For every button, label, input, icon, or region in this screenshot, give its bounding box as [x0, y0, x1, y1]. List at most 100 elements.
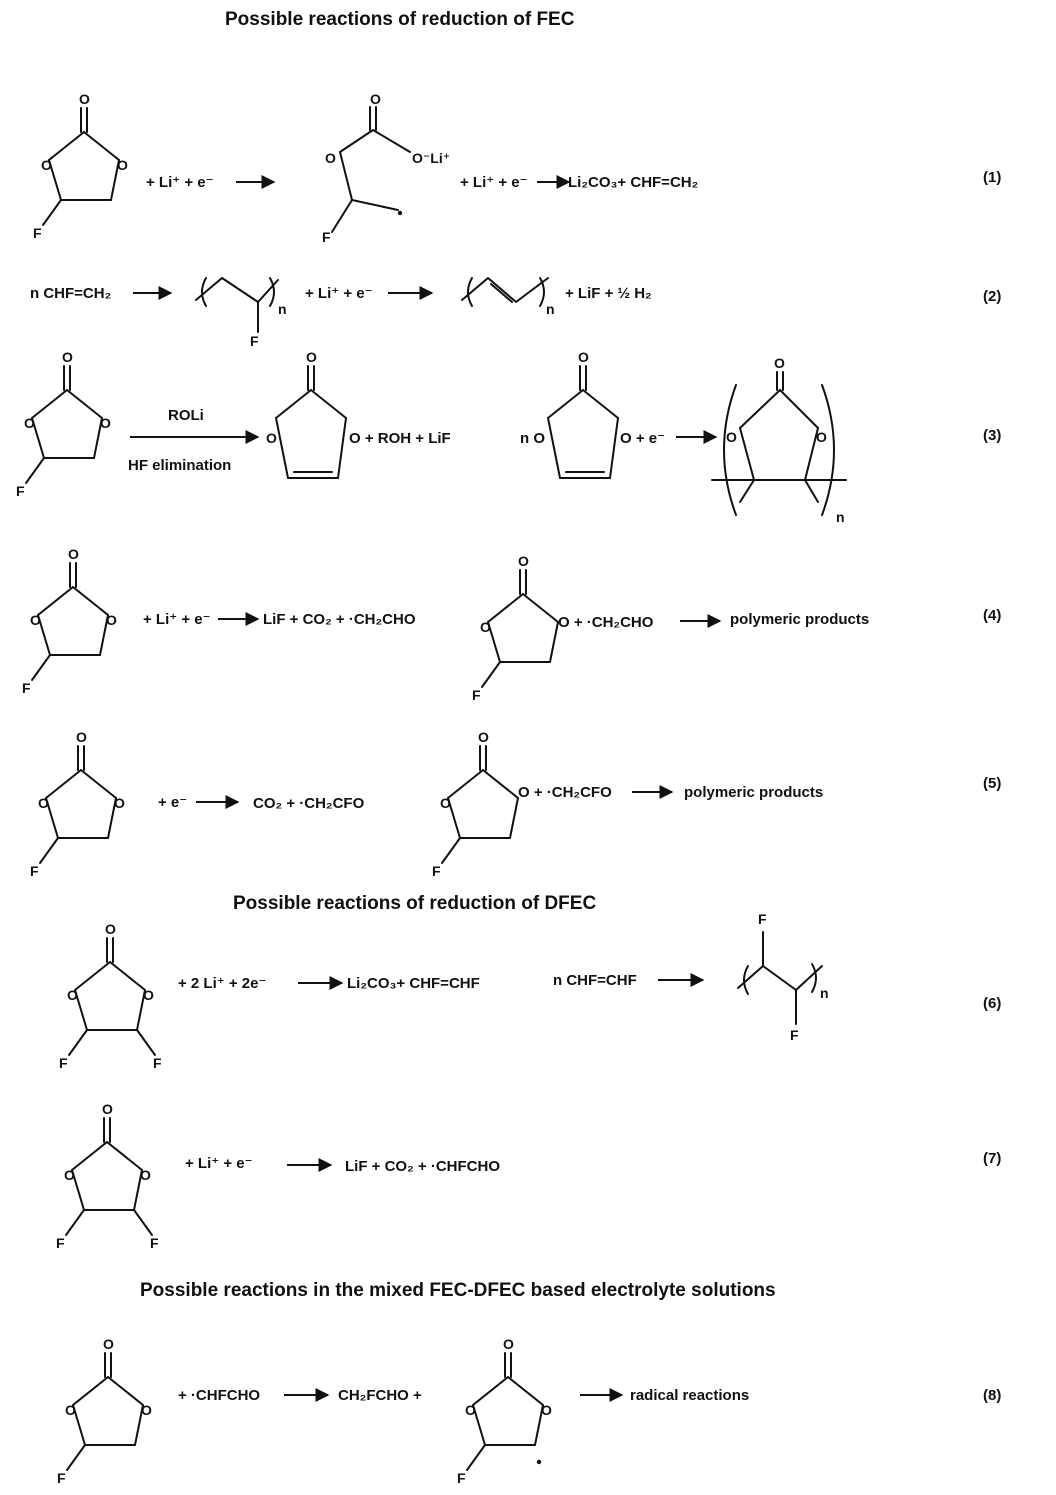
reaction-5-reagent: + e⁻: [158, 794, 187, 811]
reaction-number-6: (6): [983, 995, 1001, 1012]
reaction-4-products: LiF + CO₂ + ·CH₂CHO: [263, 611, 416, 628]
svg-text:F: F: [153, 1055, 162, 1071]
fec-molecule: O O O F: [30, 729, 125, 879]
reaction-8-reagent: + ·CHFCHO: [178, 1387, 260, 1404]
vinylene-carbonate: O: [547, 349, 619, 479]
reaction-4-reagent: + Li⁺ + e⁻: [143, 611, 211, 628]
reaction-1-reagent-1: + Li⁺ + e⁻: [146, 174, 214, 191]
svg-text:O: O: [465, 1402, 476, 1418]
reaction-3-vc-count: n O: [520, 430, 545, 447]
svg-text:O: O: [114, 795, 125, 811]
svg-text:O: O: [65, 1402, 76, 1418]
svg-text:O: O: [140, 1167, 151, 1183]
reaction-number-7: (7): [983, 1150, 1001, 1167]
dfec-molecule: O O O F F: [56, 1101, 159, 1251]
svg-text:O: O: [143, 987, 154, 1003]
svg-text:O: O: [106, 612, 117, 628]
svg-text:n: n: [820, 985, 829, 1001]
svg-text:O: O: [726, 429, 737, 445]
svg-text:F: F: [758, 911, 767, 927]
poly-vinylene-carbonate: O O O n: [711, 355, 847, 525]
svg-text:n: n: [278, 301, 287, 317]
svg-text:F: F: [56, 1235, 65, 1251]
svg-text:O: O: [38, 795, 49, 811]
svg-text:F: F: [457, 1470, 466, 1486]
svg-text:O: O: [79, 91, 90, 107]
fec-molecule: O O O F: [16, 349, 111, 499]
svg-text:n: n: [546, 301, 555, 317]
svg-text:O: O: [68, 546, 79, 562]
svg-text:F: F: [322, 229, 331, 245]
svg-text:F: F: [16, 483, 25, 499]
fec-molecule: O O O F: [33, 91, 128, 241]
poly-difluoroethylene: F F n: [737, 911, 829, 1043]
svg-text:O: O: [76, 729, 87, 745]
vinylene-carbonate: O O: [266, 349, 347, 479]
reaction-5-products: CO₂ + ·CH₂CFO: [253, 795, 365, 812]
svg-text:O: O: [62, 349, 73, 365]
reaction-3-products: O + ROH + LiF: [349, 430, 451, 447]
fec-molecule: O O F: [472, 553, 559, 703]
reaction-number-3: (3): [983, 427, 1001, 444]
reaction-number-5: (5): [983, 775, 1001, 792]
svg-text:F: F: [432, 863, 441, 879]
svg-text:n: n: [836, 509, 845, 525]
svg-text:F: F: [250, 333, 259, 349]
svg-text:O: O: [102, 1101, 113, 1117]
svg-text:F: F: [472, 687, 481, 703]
reaction-7-reagent: + Li⁺ + e⁻: [185, 1155, 253, 1172]
svg-text:O: O: [24, 415, 35, 431]
svg-text:F: F: [33, 225, 42, 241]
fec-radical-molecule: O O O F: [457, 1336, 552, 1486]
svg-text:O: O: [478, 729, 489, 745]
svg-text:O: O: [41, 157, 52, 173]
svg-text:F: F: [150, 1235, 159, 1251]
reaction-6-products: Li₂CO₃+ CHF=CHF: [347, 975, 480, 992]
heading-mixed: Possible reactions in the mixed FEC-DFEC…: [140, 1280, 776, 1301]
svg-text:O: O: [117, 157, 128, 173]
reaction-number-4: (4): [983, 607, 1001, 624]
svg-text:F: F: [30, 863, 39, 879]
svg-text:F: F: [790, 1027, 799, 1043]
reaction-number-2: (2): [983, 288, 1001, 305]
svg-text:F: F: [57, 1470, 66, 1486]
fec-molecule: O O O F: [22, 546, 117, 696]
svg-text:O: O: [541, 1402, 552, 1418]
reaction-4-reagent-2: O + ·CH₂CHO: [558, 614, 654, 631]
reaction-5-polymeric-products: polymeric products: [684, 784, 823, 801]
reaction-4-polymeric-products: polymeric products: [730, 611, 869, 628]
fec-molecule: O O F: [432, 729, 519, 879]
svg-text:F: F: [22, 680, 31, 696]
svg-text:F: F: [59, 1055, 68, 1071]
polyene-product: n: [461, 277, 555, 317]
reaction-6-monomer: n CHF=CHF: [553, 972, 637, 989]
heading-dfec: Possible reactions of reduction of DFEC: [233, 893, 596, 914]
svg-text:O: O: [266, 430, 277, 446]
fec-molecule: O O O F: [57, 1336, 152, 1486]
svg-text:O: O: [64, 1167, 75, 1183]
svg-text:O: O: [306, 349, 317, 365]
reaction-3-condition: HF elimination: [128, 457, 231, 474]
svg-text:O: O: [67, 987, 78, 1003]
svg-text:O: O: [578, 349, 589, 365]
dfec-molecule: O O O F F: [59, 921, 162, 1071]
poly-vinyl-fluoride: F n: [195, 277, 287, 349]
svg-text:O: O: [370, 91, 381, 107]
reaction-3-reagent-2: O + e⁻: [620, 430, 665, 447]
heading-fec: Possible reactions of reduction of FEC: [225, 9, 575, 30]
reaction-number-8: (8): [983, 1387, 1001, 1404]
svg-text:O: O: [503, 1336, 514, 1352]
reaction-2-monomer: n CHF=CH₂: [30, 285, 111, 302]
svg-text:O: O: [103, 1336, 114, 1352]
reaction-7-products: LiF + CO₂ + ·CHFCHO: [345, 1158, 500, 1175]
reaction-1-products: Li₂CO₃+ CHF=CH₂: [568, 174, 698, 191]
svg-text:O: O: [141, 1402, 152, 1418]
reaction-2-products: + LiF + ½ H₂: [565, 285, 652, 302]
svg-text:O: O: [100, 415, 111, 431]
svg-text:O: O: [480, 619, 491, 635]
svg-text:O⁻Li⁺: O⁻Li⁺: [412, 150, 450, 166]
reaction-8-product: CH₂FCHO +: [338, 1387, 422, 1404]
reaction-6-reagent: + 2 Li⁺ + 2e⁻: [178, 975, 266, 992]
reaction-2-reagent: + Li⁺ + e⁻: [305, 285, 373, 302]
